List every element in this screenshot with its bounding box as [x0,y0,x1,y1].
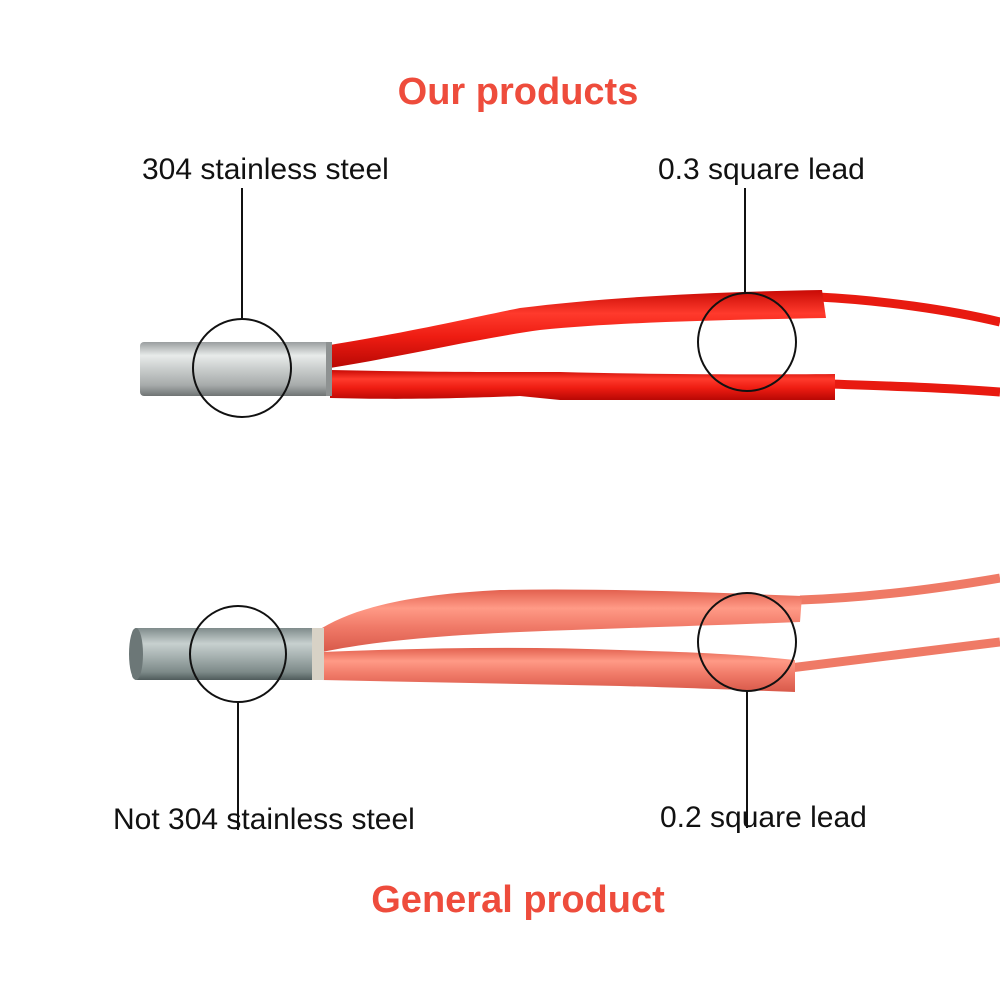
bottom-heater-cartridge [129,573,1000,692]
top-heater-cartridge [140,290,1000,400]
callout-circle-top-steel [192,318,292,418]
callout-label-0-3-square-lead: 0.3 square lead [658,153,865,186]
callout-circle-top-lead [697,292,797,392]
top-steel-tube [140,342,332,396]
callout-label-not-304-stainless-steel: Not 304 stainless steel [113,803,415,836]
top-sleeve-lower [330,370,835,400]
callout-label-304-stainless-steel: 304 stainless steel [142,153,389,186]
top-wire-lower [829,379,1000,397]
bottom-sleeve-lower [322,647,795,692]
bottom-steel-tube [132,628,322,680]
heading-our-products: Our products [397,71,639,113]
bottom-sleeve-upper [322,589,802,652]
bottom-wire-upper [799,573,1000,605]
bottom-wire-lower [789,637,1000,673]
heading-general-product: General product [371,879,665,921]
top-wire-upper [817,292,1000,327]
callout-label-0-2-square-lead: 0.2 square lead [660,801,867,834]
top-sleeve-upper [330,290,826,368]
